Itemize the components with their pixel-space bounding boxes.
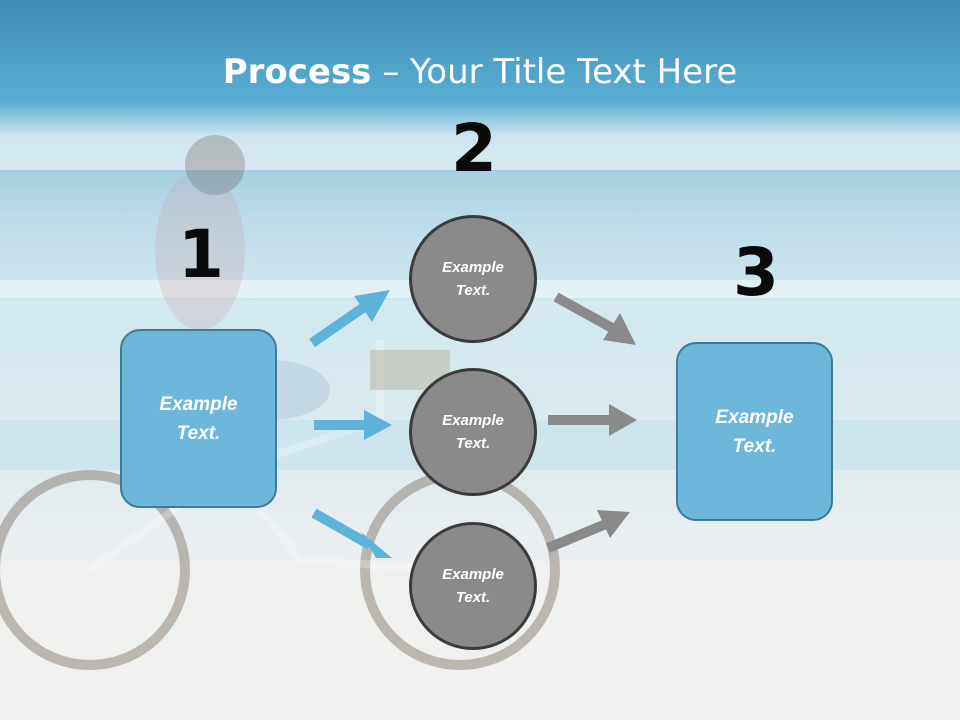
step-2-circle-bottom-text: Example Text. [442,566,504,606]
step-2-circle-top: Example Text. [409,215,537,343]
step-3-box: Example Text. [676,342,833,521]
arrow-1-to-middle [314,410,392,440]
step-2-circle-middle-text: Example Text. [442,412,504,452]
step-1-text: Example Text. [159,393,238,444]
step-2-circle-middle: Example Text. [409,368,537,496]
step-number-3: 3 [733,234,779,311]
title-bold: Process [222,52,372,92]
step-2-circle-top-text: Example Text. [442,259,504,299]
title-rest: – Your Title Text Here [371,52,738,92]
step-3-text: Example Text. [715,406,794,457]
arrow-middle-to-3 [548,404,637,436]
arrow-1-to-bottom [311,508,392,558]
step-number-2: 2 [451,110,497,187]
arrow-bottom-to-3 [546,510,630,553]
step-2-circle-bottom: Example Text. [409,522,537,650]
step-number-1: 1 [178,216,224,293]
arrow-top-to-3 [553,292,636,345]
step-1-box: Example Text. [120,329,277,508]
arrow-1-to-top [309,290,390,348]
slide-title: Process – Your Title Text Here [0,52,960,92]
